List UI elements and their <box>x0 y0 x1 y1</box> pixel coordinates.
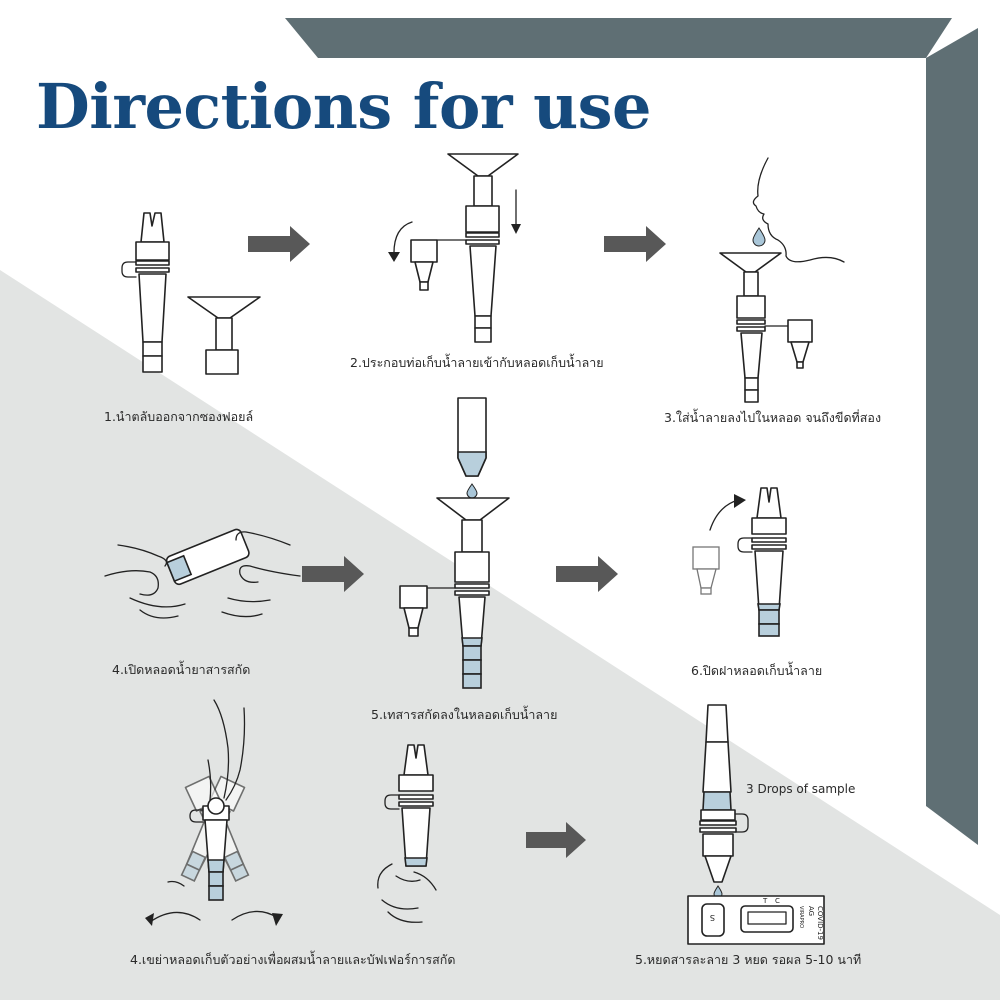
step2-assembly-illustration <box>388 153 521 343</box>
cassette-brand-label: VIRAPRO <box>798 906 804 928</box>
step2-to-step3-arrow <box>604 226 666 262</box>
step1-tube-illustration <box>121 212 170 373</box>
step1-funnel-illustration <box>187 296 261 375</box>
step1-to-step2-arrow <box>248 226 310 262</box>
step6-close-cap-illustration <box>692 487 787 637</box>
step5-pour-buffer-illustration <box>399 397 510 689</box>
step3-caption: 3.ใส่น้ำลายลงไปในหลอด จนถึงขีดที่สอง <box>664 410 882 425</box>
step4-hand-with-tube-illustration <box>377 744 437 923</box>
step4-shake-caption: 4.เขย่าหลอดเก็บตัวอย่างเพื่อผสมน้ำลายและ… <box>130 952 456 967</box>
step5-result-caption: 5.หยดสารละลาย 3 หยด รอผล 5-10 นาที <box>635 952 862 967</box>
step3-spitting-illustration <box>719 157 845 403</box>
cassette-c-mark: C <box>775 897 780 905</box>
cassette-s-mark: S <box>710 913 715 922</box>
cassette-product-label: COVID-19 <box>816 906 824 940</box>
step5-caption: 5.เทสารสกัดลงในหลอดเก็บน้ำลาย <box>371 707 558 722</box>
step4-to-step5-second-arrow <box>526 822 586 858</box>
step4-caption: 4.เปิดหลอดน้ำยาสารสกัด <box>112 662 251 677</box>
test-cassette: S T C COVID-19 AG VIRAPRO <box>687 895 825 945</box>
frame-right-bar <box>926 28 978 845</box>
drops-annotation: 3 Drops of sample <box>746 782 856 796</box>
cassette-ag-label: AG <box>807 906 815 916</box>
step6-caption: 6.ปิดฝาหลอดเก็บน้ำลาย <box>691 663 823 678</box>
step4-to-step5-arrow <box>302 556 364 592</box>
step2-caption: 2.ประกอบท่อเก็บน้ำลายเข้ากับหลอดเก็บน้ำล… <box>350 355 604 370</box>
step5-dropper-illustration <box>699 704 749 899</box>
step4-shake-illustration <box>145 699 283 926</box>
step1-caption: 1.นำตลับออกจากซองฟอยล์ <box>104 409 254 424</box>
grey-background-panel <box>0 270 1000 1000</box>
step5-to-step6-arrow <box>556 556 618 592</box>
page-title: Directions for use <box>36 70 652 143</box>
cassette-t-mark: T <box>762 897 768 905</box>
step4-open-buffer-illustration <box>104 528 301 619</box>
frame-top-bar <box>285 18 952 58</box>
